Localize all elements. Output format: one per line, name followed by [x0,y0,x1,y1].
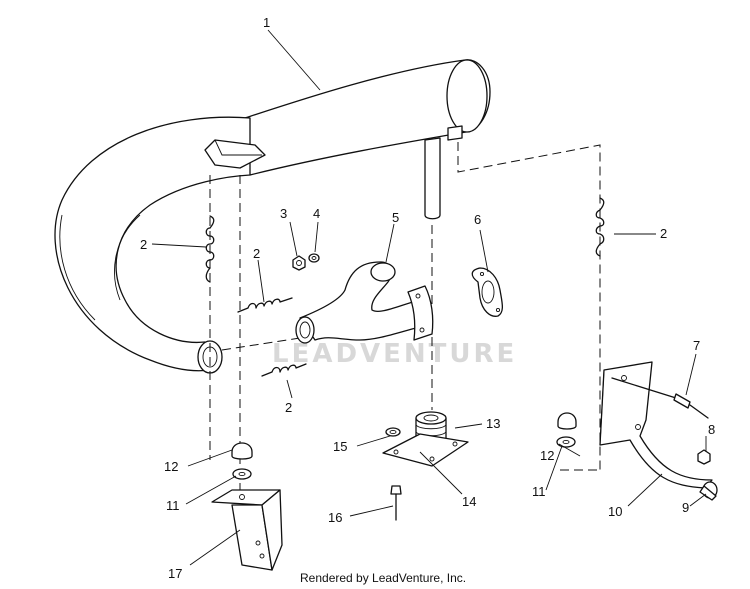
spring-right-vertical [595,197,605,257]
nut-8 [697,449,711,465]
label-11-right: 11 [532,484,546,499]
spring-middle-lower [261,363,307,377]
leader-lines [151,29,707,566]
spring-middle-upper [237,297,293,313]
label-1: 1 [263,15,270,30]
washer-11-left [232,468,252,480]
label-17: 17 [168,566,182,581]
muffler [54,59,491,374]
label-8: 8 [708,422,715,437]
label-4: 4 [313,206,320,221]
bracket-10 [599,361,713,489]
label-15: 15 [333,439,347,454]
callout-labels: 1 2 2 2 2 3 4 5 6 7 8 9 10 11 11 12 12 1… [140,15,715,581]
label-2-middle-upper: 2 [253,246,260,261]
label-9: 9 [682,500,689,515]
label-16: 16 [328,510,342,525]
bracket-17 [211,489,283,571]
mount-plate-14 [382,433,469,467]
label-2-left: 2 [140,237,147,252]
label-12-right: 12 [540,448,554,463]
grommet-12-right [557,412,577,430]
washer-11-right [556,436,576,448]
label-3: 3 [280,206,287,221]
clamp-9 [699,481,718,501]
exhaust-y-pipe-5 [295,261,434,344]
washer-4 [308,253,320,263]
label-11-left: 11 [166,498,180,513]
label-10: 10 [608,504,622,519]
label-13: 13 [486,416,500,431]
cable-7 [611,377,709,419]
label-2-right: 2 [660,226,667,241]
label-14: 14 [462,494,476,509]
watermark: LEADVENTURE [272,339,517,369]
label-12-left: 12 [164,459,178,474]
nut-15 [385,427,401,437]
screw-16 [390,485,402,521]
label-6: 6 [474,212,481,227]
gasket-6 [471,267,504,317]
grommet-12-left [231,442,253,460]
label-2-middle-lower: 2 [285,400,292,415]
spring-left-vertical [205,215,215,283]
nut-3 [292,255,306,271]
label-7: 7 [693,338,700,353]
label-5: 5 [392,210,399,225]
credit-line: Rendered by LeadVenture, Inc. [300,571,466,585]
